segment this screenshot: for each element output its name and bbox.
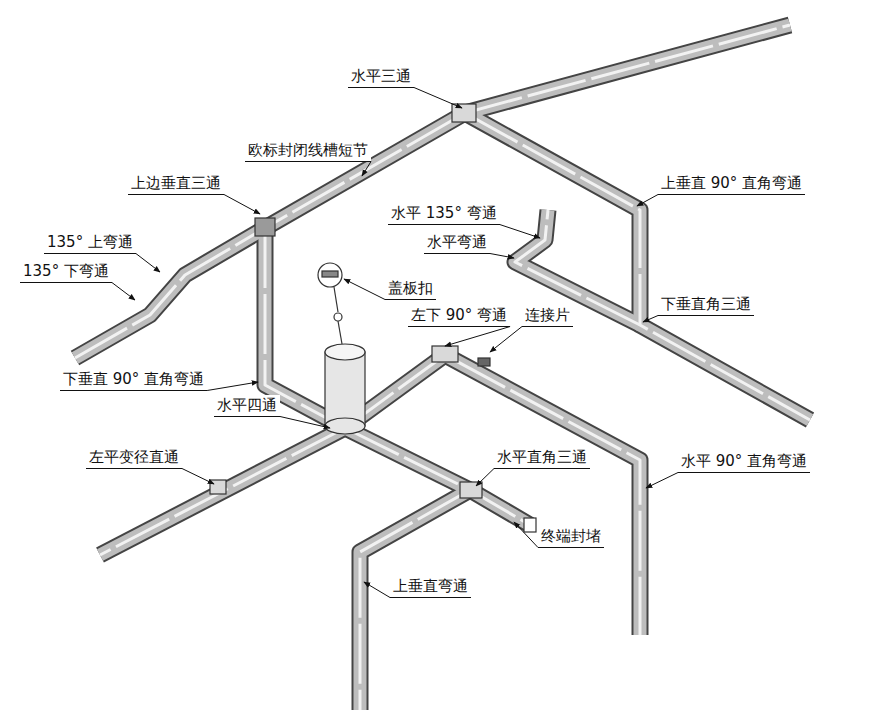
cross-cylinder bbox=[325, 344, 365, 434]
tray-runs bbox=[75, 25, 810, 710]
part-label: 水平弯通 bbox=[424, 232, 490, 254]
leader-line bbox=[414, 88, 462, 109]
tray-outline bbox=[75, 25, 810, 710]
leader-line bbox=[514, 522, 538, 548]
leader-line bbox=[500, 225, 540, 239]
part-label: 上垂直弯通 bbox=[390, 576, 471, 598]
leader-line bbox=[643, 316, 658, 323]
leader-line bbox=[362, 162, 371, 177]
leader-line bbox=[112, 283, 135, 301]
leader-line bbox=[224, 195, 260, 215]
leader-line bbox=[490, 254, 514, 259]
part-label: 下垂直角三通 bbox=[658, 294, 754, 316]
part-label: 上垂直 90° 直角弯通 bbox=[658, 173, 805, 195]
leader-line bbox=[445, 327, 510, 347]
cover-clip-detail bbox=[318, 263, 342, 344]
part-label: 135° 上弯通 bbox=[44, 232, 136, 254]
part-label: 上边垂直三通 bbox=[128, 173, 224, 195]
part-label: 盖板扣 bbox=[385, 278, 436, 300]
leader-line bbox=[136, 254, 160, 273]
tray-inner bbox=[75, 25, 810, 710]
leader-line bbox=[637, 195, 658, 207]
part-label: 水平直角三通 bbox=[494, 447, 590, 469]
leader-line bbox=[207, 382, 258, 391]
tee-fitting bbox=[460, 482, 482, 498]
part-label: 欧标封闭线槽短节 bbox=[245, 140, 371, 162]
part-label: 下垂直 90° 直角弯通 bbox=[60, 369, 207, 391]
leader-line bbox=[646, 473, 678, 489]
leader-line bbox=[182, 469, 214, 485]
end-cap bbox=[524, 518, 536, 532]
part-label: 连接片 bbox=[522, 305, 573, 327]
part-label: 水平三通 bbox=[348, 66, 414, 88]
tee-fitting bbox=[255, 218, 275, 236]
reducer-fitting bbox=[210, 480, 226, 494]
tee-fitting bbox=[452, 104, 476, 122]
part-label: 终端封堵 bbox=[538, 526, 604, 548]
leader-line bbox=[280, 417, 330, 429]
leader-line bbox=[490, 327, 522, 353]
elbow-fitting bbox=[432, 346, 458, 362]
leader-line bbox=[364, 582, 390, 598]
fittings bbox=[210, 104, 536, 532]
tray-body bbox=[75, 25, 810, 710]
leader-line bbox=[476, 469, 494, 487]
leader-line bbox=[344, 279, 385, 300]
connector-plate bbox=[478, 358, 490, 366]
part-label: 135° 下弯通 bbox=[20, 261, 112, 283]
part-label: 水平四通 bbox=[214, 395, 280, 417]
part-label: 左下 90° 弯通 bbox=[408, 305, 510, 327]
part-label: 左平变径直通 bbox=[86, 447, 182, 469]
part-label: 水平 90° 直角弯通 bbox=[678, 451, 810, 473]
part-label: 水平 135° 弯通 bbox=[388, 203, 500, 225]
